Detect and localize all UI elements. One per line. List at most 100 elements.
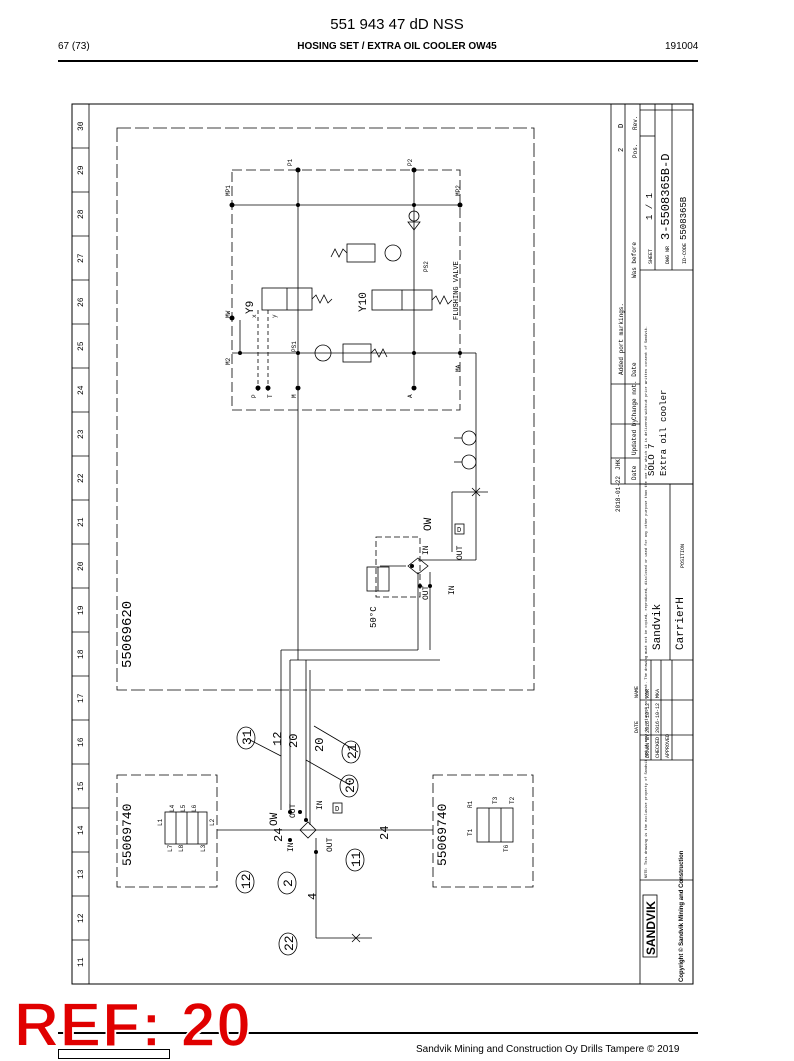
grid-number: 17: [77, 693, 86, 703]
grid-number: 25: [77, 341, 86, 351]
valve-y10-label: Y10: [358, 292, 370, 312]
manifold-right: [476, 807, 514, 843]
date-label: DATE: [634, 721, 640, 733]
drawn-name: KOR: [645, 689, 651, 698]
dwg-label: DWG NR: [665, 246, 671, 264]
manifold-left: [164, 811, 208, 845]
hose-24: 24: [378, 826, 392, 840]
sheet-label: SHEET: [648, 249, 654, 264]
label-t6: T6: [503, 844, 510, 852]
box-right-label: 55069740: [435, 804, 450, 866]
label-t2: T2: [509, 796, 516, 804]
carrier-name: CarrierH: [675, 597, 687, 650]
company-logo-text: SANDVIK: [644, 901, 658, 955]
page-number: 67 (73): [58, 41, 90, 52]
position-label: POSITION: [680, 544, 686, 568]
doc-date: 191004: [665, 41, 699, 52]
label-l7: L7: [167, 844, 174, 852]
gauge-icon: [461, 454, 477, 470]
oil-cooler-icon: [407, 557, 429, 575]
description-1: SOLO 7: [647, 444, 657, 476]
port-mw: MW: [225, 310, 232, 318]
check-valve-icon: [407, 221, 421, 231]
label-l8: L8: [178, 844, 185, 852]
grid-number: 21: [77, 517, 86, 527]
grid-number: 15: [77, 781, 86, 791]
copyright-text: Copyright © Sandvik Mining and Construct…: [678, 850, 685, 982]
ball-valve-icon: [471, 487, 481, 497]
label-r1: R1: [467, 800, 474, 808]
grid-number: 26: [77, 297, 86, 307]
change-not-label: Change not. Date: [631, 362, 638, 420]
flushing-valve-label: FLUSHING VALVE: [453, 261, 461, 320]
balloon-21-circle: [341, 740, 361, 764]
sheet-value: 1 / 1: [645, 193, 655, 220]
in-label: IN: [287, 842, 296, 852]
drawing-frame: [71, 103, 694, 985]
approved-label: APPROVED: [665, 734, 671, 758]
out-label: OUT: [289, 803, 298, 818]
port-p2: P2: [407, 158, 414, 166]
section-title: HOSING SET / EXTRA OIL COOLER OW45: [297, 41, 497, 52]
grid-number: 13: [77, 869, 86, 879]
id-code-value: 5508365B: [679, 196, 689, 240]
product-name: Sandvik: [652, 603, 664, 650]
gauge-icon: [314, 344, 332, 362]
hose-12: 12: [271, 732, 285, 746]
spring-icon: [311, 294, 333, 304]
junction-dots: [229, 167, 463, 391]
spring-icon: [431, 295, 453, 305]
balloon-12: 12: [239, 873, 254, 889]
revision-block: [610, 103, 694, 485]
document-title: 551 943 47 dD NSS: [330, 16, 464, 33]
grid-number: 30: [77, 121, 86, 131]
label-l3: L3: [200, 844, 207, 852]
grid-number: 14: [77, 825, 86, 835]
footer-rule: [58, 1032, 698, 1034]
revision-text: Added port markings.: [618, 303, 625, 375]
grid-number: 28: [77, 209, 86, 219]
balloon-20: 20: [343, 777, 358, 793]
port-y: y: [271, 314, 278, 318]
checked-name: MKA: [655, 689, 661, 698]
drawn-date: 2016-10-12: [645, 703, 651, 733]
hose-24: 24: [272, 828, 286, 842]
assembly-box-right: [432, 774, 534, 888]
grid-number: 23: [77, 429, 86, 439]
oil-cooler-icon: [299, 821, 317, 839]
label-l6: L6: [191, 804, 198, 812]
thermostat-box: [375, 536, 421, 598]
balloon-11: 11: [349, 851, 364, 867]
balloon-22: 22: [282, 935, 297, 951]
grid-number: 12: [77, 913, 86, 923]
hose-20: 20: [287, 734, 301, 748]
grid-number: 24: [77, 385, 86, 395]
footer-text: Sandvik Mining and Construction Oy Drill…: [416, 1044, 680, 1055]
grid-number: 18: [77, 649, 86, 659]
sandvik-logo: [642, 894, 658, 958]
balloon-2-circle: [277, 871, 297, 895]
grid-number: 19: [77, 605, 86, 615]
d-box: [454, 523, 465, 535]
date-column: Date: [631, 465, 638, 480]
ow-label: OW: [269, 812, 281, 826]
label-l2: L2: [209, 818, 216, 826]
notice-text: NOTE: This drawing is the exclusive prop…: [644, 326, 649, 878]
balloon-12-circle: [235, 870, 255, 894]
port-m2: M2: [225, 357, 232, 365]
pos-value: 2: [618, 148, 626, 152]
box-left-label: 55069740: [120, 804, 135, 866]
out-label: OUT: [456, 545, 465, 560]
rev-value: D: [618, 124, 626, 128]
grid-ruler: [72, 147, 89, 941]
grid-number: 27: [77, 253, 86, 263]
checked-date: 2016-10-12: [655, 703, 661, 733]
assembly-box-main: [116, 127, 535, 691]
port-p: P: [251, 394, 258, 398]
name-label: NAME: [634, 686, 640, 698]
assembly-box-left: [116, 774, 218, 888]
port-p1: P1: [287, 158, 294, 166]
label-l5: L5: [180, 804, 187, 812]
